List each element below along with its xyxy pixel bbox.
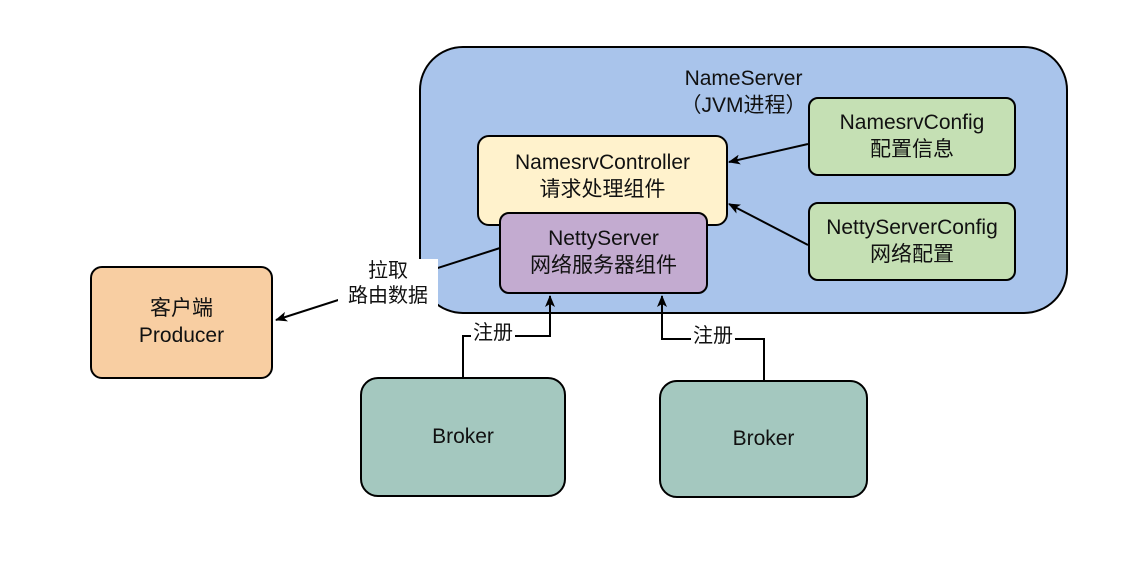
nameserver-title: NameServer bbox=[684, 67, 803, 90]
nettyserverconfig-title: NettyServerConfig bbox=[826, 215, 998, 239]
namesrv-controller-box: NamesrvController 请求处理组件 bbox=[477, 135, 728, 226]
pull-label-line1: 拉取 bbox=[368, 260, 408, 282]
namesrv-config-box: NamesrvConfig 配置信息 bbox=[808, 97, 1016, 176]
nettyserverconfig-subtitle: 网络配置 bbox=[870, 242, 954, 266]
arrow-nettyserverconfig-to-controller bbox=[728, 203, 809, 246]
netty-server-box: NettyServer 网络服务器组件 bbox=[499, 212, 708, 294]
namesrvconfig-subtitle: 配置信息 bbox=[870, 137, 954, 161]
client-subtitle: Producer bbox=[138, 323, 225, 347]
broker-right-title: Broker bbox=[732, 426, 795, 450]
register-label-left: 注册 bbox=[471, 321, 515, 346]
register-label-right: 注册 bbox=[691, 324, 735, 349]
client-producer-box: 客户端 Producer bbox=[90, 266, 273, 379]
controller-title: NamesrvController bbox=[514, 150, 691, 174]
nettyserver-subtitle: 网络服务器组件 bbox=[530, 254, 677, 277]
broker-box-left: Broker bbox=[360, 377, 566, 497]
netty-server-config-box: NettyServerConfig 网络配置 bbox=[808, 202, 1016, 281]
nettyserver-title: NettyServer bbox=[548, 227, 659, 251]
pull-label-line2: 路由数据 bbox=[348, 285, 428, 307]
client-title: 客户端 bbox=[150, 296, 213, 320]
namesrvconfig-title: NamesrvConfig bbox=[839, 110, 985, 134]
broker-left-title: Broker bbox=[432, 424, 494, 448]
controller-subtitle: 请求处理组件 bbox=[539, 177, 666, 201]
pull-route-data-label: 拉取 路由数据 bbox=[338, 259, 438, 309]
nameserver-subtitle: （JVM进程） bbox=[680, 93, 807, 117]
broker-box-right: Broker bbox=[659, 380, 868, 498]
arrow-namesrvconfig-to-controller bbox=[728, 143, 809, 165]
